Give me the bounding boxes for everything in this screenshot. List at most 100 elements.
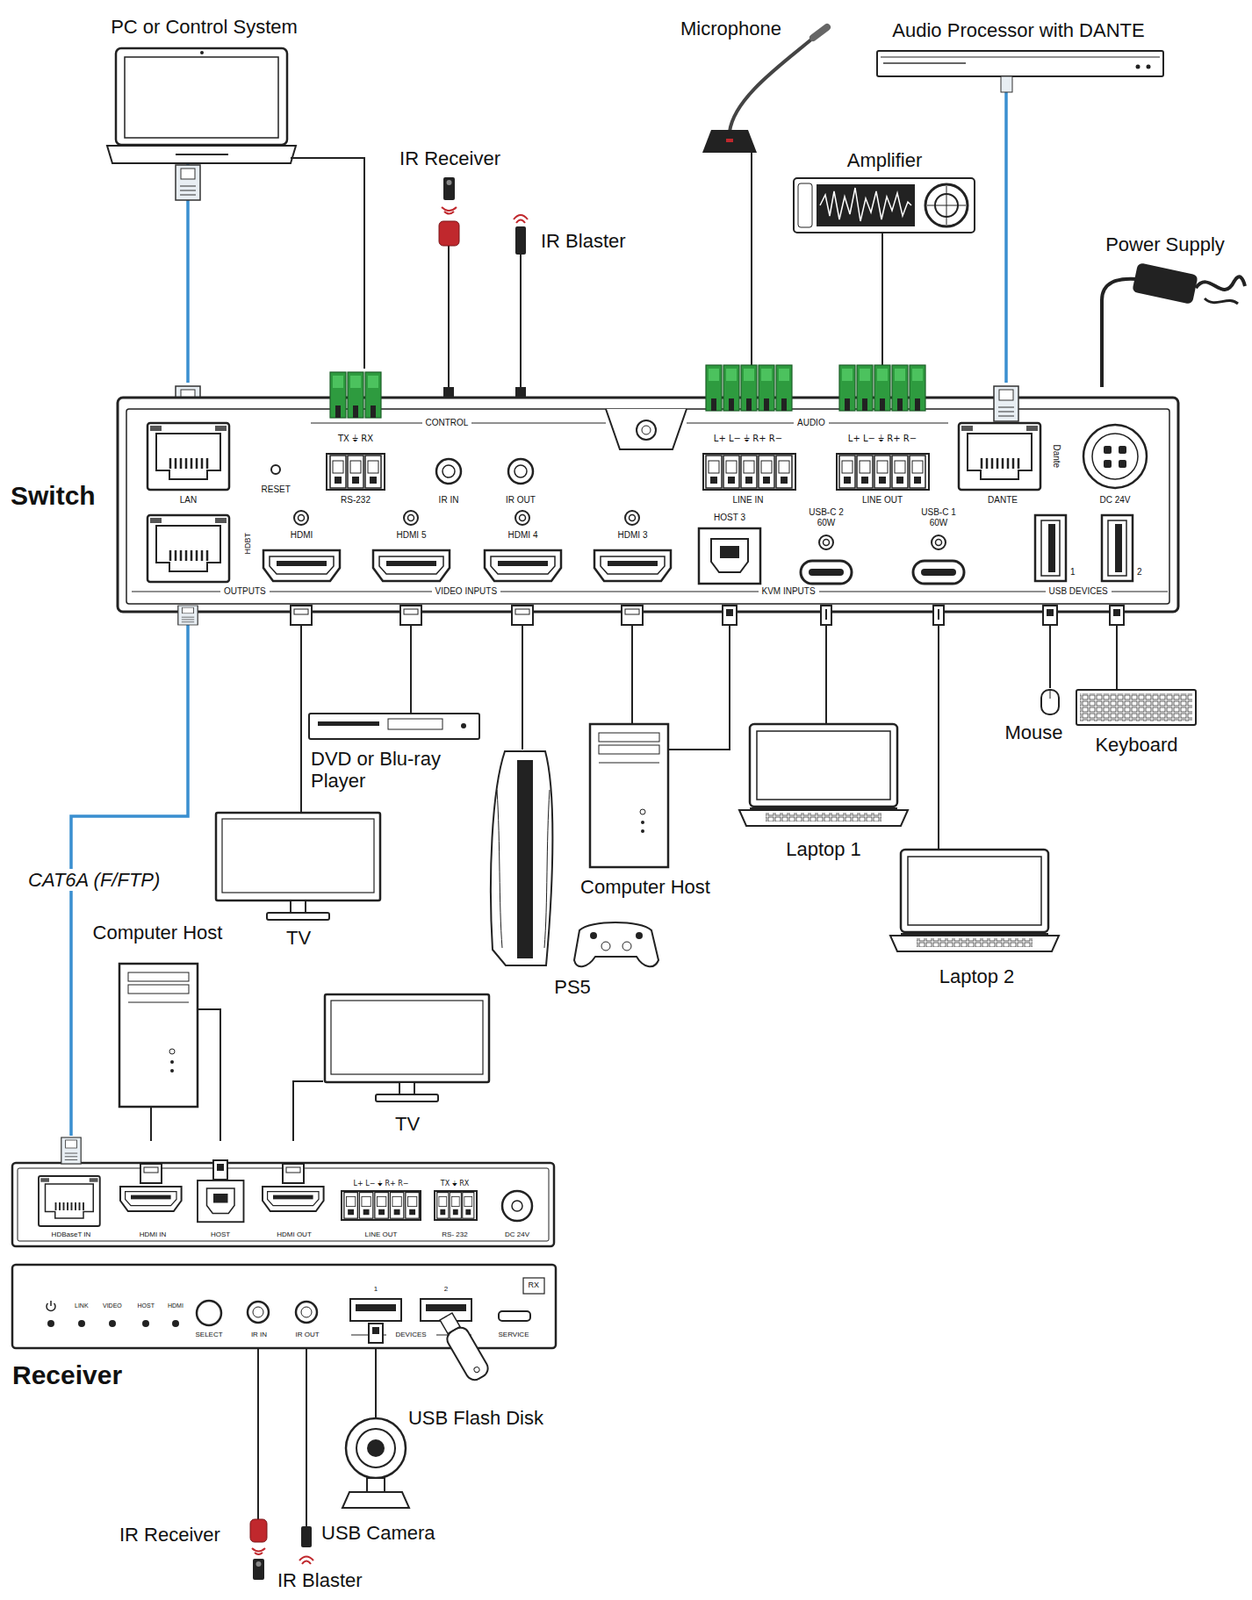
microphone [702,27,828,153]
panel-label: USB DEVICES [1045,586,1112,598]
ir-blaster [513,215,528,255]
panel-label: KVM INPUTS [758,586,820,598]
panel-label: HOST [137,1302,155,1310]
switch-panel [958,423,1041,490]
power-supply [1101,279,1138,322]
switch-panel [705,455,722,489]
microphone [702,129,757,153]
switch-panel [1103,460,1112,468]
port: TX ⏚ RXRS-232 [317,368,394,510]
port-label: 1 [347,1285,404,1294]
cable [219,1107,222,1142]
tv [215,813,381,921]
device: DVD or Blu-ray Player [307,713,483,798]
switch-panel [294,510,309,526]
amplifier [793,178,975,233]
receiver-front-panel [78,1320,86,1328]
port: L+ L− ⏚ R+ R−LINE OUT [830,365,935,510]
switch-panel [330,455,346,489]
device: IR Receiver [386,145,514,246]
usb-camera [342,1492,410,1509]
port-label: USB-C 2 60W [801,507,851,528]
device-label: USB Flash Disk [396,1407,555,1430]
illustration [197,1009,221,1108]
ps5 [635,932,643,940]
port-label: RS-232 [317,495,394,506]
switch-panel [1103,446,1112,454]
panel-label: AUDIO [793,417,829,429]
ir-receiver [438,177,460,246]
switch-panel [723,365,740,411]
port-label: HDMI OUT [259,1230,329,1239]
device: Keyboard [1072,690,1201,757]
device: Computer Host [566,724,725,900]
port-label: DC 24V [493,1230,541,1239]
pc-laptop [115,48,288,145]
dvd-player [309,713,480,740]
switch-panel [703,453,796,490]
switch-panel [993,386,1019,422]
laptop [890,849,1059,952]
ir-blaster [515,226,526,255]
usb-flash-disk [444,1324,492,1384]
ps5 [496,790,550,949]
audio-processor [1146,64,1152,70]
switch-panel [365,372,382,418]
cable [631,625,634,725]
panel-label: CONTROL [422,417,473,429]
dvd-player [317,721,380,727]
device-label: TV [214,927,383,950]
port: USB-C 1 60W [913,505,964,626]
device: USB Camera [319,1418,457,1549]
device: Laptop 2 [886,849,1067,991]
device: TV [214,813,383,954]
switch-panel [741,365,757,411]
port: TX ⏚ RXRS- 232 [428,1176,482,1242]
receiver-front-panel [12,1265,556,1349]
switch-panel [1118,460,1127,468]
amplifier [793,178,975,233]
switch-panel [403,510,418,526]
usb-camera [366,1439,385,1458]
switch-panel [856,455,873,489]
switch-panel [326,453,385,490]
device-label: Receiver [12,1360,123,1392]
port-label: RS- 232 [428,1230,482,1239]
cable [410,625,412,714]
device-label: Computer Host [566,876,725,899]
port-label: DANTE [955,495,1051,506]
switch-panel [1092,433,1138,480]
computer-host [119,964,198,1108]
port: HOST [191,1141,250,1242]
port: HDMI 5 [373,511,450,626]
dvd-player [388,719,443,730]
receiver-front-panel [498,1311,531,1322]
switch-panel [874,455,891,489]
microphone [813,27,828,38]
device: PS5 [484,749,661,1001]
switch-panel [722,605,737,626]
panel-label: Dante [1050,444,1062,468]
switch-panel [178,605,198,626]
switch-panel [625,510,640,526]
port: IR IN [426,387,471,510]
panel-label: LINK [74,1302,89,1310]
device-label: TV [323,1113,492,1136]
port: 2 [1099,513,1154,626]
switch-panel [514,465,527,478]
receiver-front-panel [301,1307,312,1318]
switch-panel [1083,424,1147,489]
switch-unit: SwitchLANTX ⏚ RXRS-232IR INIR OUTL+ L− ⏚… [117,363,1179,627]
device-label: IR Blaster [277,1569,363,1592]
ir-receiver [441,207,457,215]
receiver-panel [213,1160,228,1181]
switch-panel [892,455,908,489]
switch-panel [892,365,908,411]
audio-processor [883,62,966,65]
device-label: IR Receiver [386,147,514,170]
port-label: HDMI 5 [373,530,450,541]
port-label: HDMI 3 [594,530,671,541]
receiver-front-panel [172,1320,180,1328]
port: HDMI IN [117,1141,188,1242]
switch-panel [117,365,1179,626]
